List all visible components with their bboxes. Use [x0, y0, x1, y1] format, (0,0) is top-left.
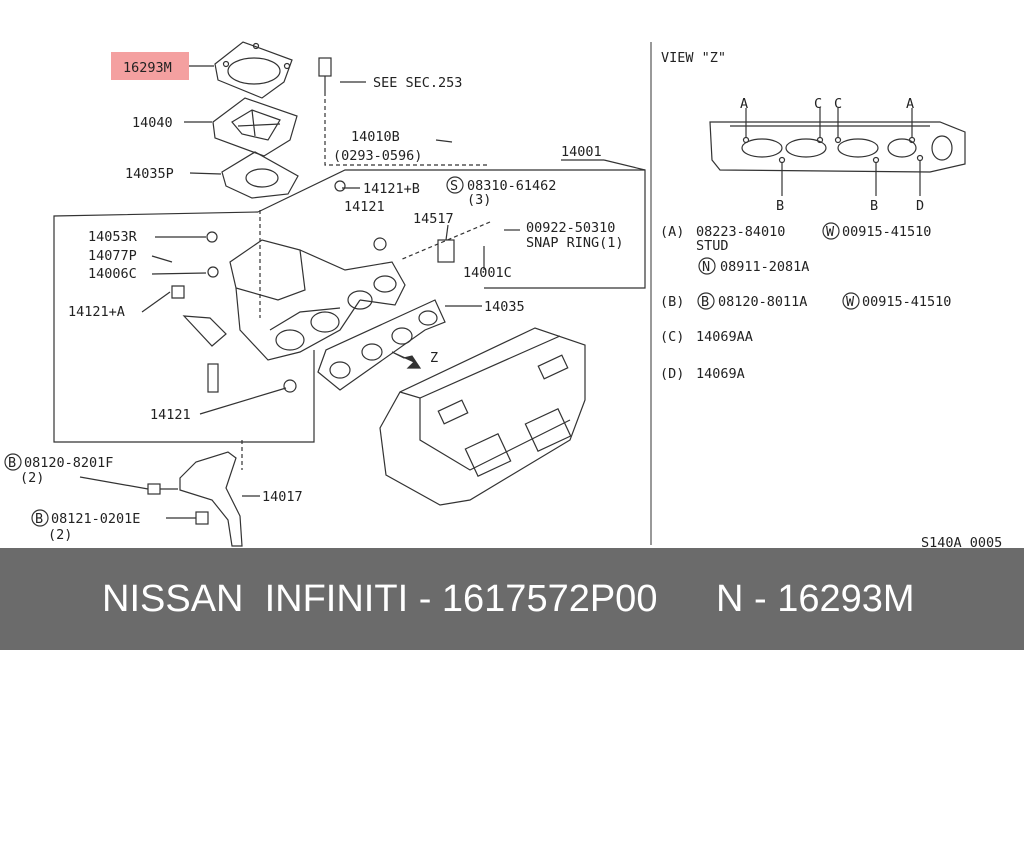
view-z-letter-b1: B	[776, 198, 784, 214]
label-14010B: 14010B	[351, 129, 400, 145]
label-snap-ring: SNAP RING(1)	[526, 235, 624, 251]
s-circle-letter: S	[450, 178, 458, 194]
view-z-title: VIEW "Z"	[661, 50, 726, 66]
view-z-letter-a1: A	[740, 96, 748, 112]
view-z-letter-d: D	[916, 198, 924, 214]
legend-a-part: 08223-84010	[696, 224, 785, 240]
w-circle-letter-1: W	[826, 224, 835, 240]
legend-a-stud: STUD	[696, 238, 729, 254]
b-circle-icon-2	[31, 509, 49, 527]
label-see-sec: SEE SEC.253	[373, 75, 462, 91]
b-circle-letter-1: B	[8, 455, 16, 471]
parts-diagram: 16293M 14040 14035P SEE SEC.253 14010B (…	[4, 41, 1002, 548]
footer-code: S140A 0005	[921, 535, 1002, 548]
b-circle-icon-1	[4, 453, 22, 471]
label-14006C: 14006C	[88, 266, 137, 282]
label-14121-b: 14121+B	[363, 181, 420, 197]
s-circle-icon	[446, 176, 464, 194]
label-14517: 14517	[413, 211, 454, 227]
n-circle-icon	[698, 257, 716, 275]
w-circle-icon-2	[842, 292, 860, 310]
banner-brand-part: NISSAN INFINITI - 1617572P00	[102, 578, 658, 620]
label-14017: 14017	[262, 489, 303, 505]
legend-c-part: 14069AA	[696, 329, 753, 345]
label-08120-8201F: 08120-8201F	[24, 455, 113, 471]
legend-c-key: (C)	[660, 329, 684, 345]
label-14001C: 14001C	[463, 265, 512, 281]
label-qty-2b: (2)	[48, 527, 72, 543]
legend-b-w: 00915-41510	[862, 294, 951, 310]
n-circle-letter: N	[702, 259, 710, 275]
b-circle-letter-3: B	[701, 294, 709, 310]
view-z-letter-b2: B	[870, 198, 878, 214]
label-08121-0201E: 08121-0201E	[51, 511, 140, 527]
label-00922: 00922-50310	[526, 220, 615, 236]
label-16293M: 16293M	[123, 60, 172, 76]
label-14035: 14035	[484, 299, 525, 315]
label-14001: 14001	[561, 144, 602, 160]
label-14121-a: 14121+A	[68, 304, 125, 320]
b-circle-icon-3	[697, 292, 715, 310]
label-14040: 14040	[132, 115, 173, 131]
view-z-drawing	[709, 108, 966, 196]
label-14121-top: 14121	[344, 199, 385, 215]
legend-a-n: 08911-2081A	[720, 259, 809, 275]
label-14035P: 14035P	[125, 166, 174, 182]
w-circle-icon-1	[822, 222, 840, 240]
label-s-qty: (3)	[467, 192, 491, 208]
b-circle-letter-2: B	[35, 511, 43, 527]
legend-b-part: 08120-8011A	[718, 294, 807, 310]
view-z-letter-c2: C	[834, 96, 842, 112]
label-14010B-range: (0293-0596)	[333, 148, 422, 164]
legend-a-w: 00915-41510	[842, 224, 931, 240]
label-qty-2a: (2)	[20, 470, 44, 486]
label-z-marker: Z	[430, 350, 438, 366]
w-circle-letter-2: W	[846, 294, 855, 310]
legend-b-key: (B)	[660, 294, 684, 310]
legend-d-part: 14069A	[696, 366, 745, 382]
label-s-part: 08310-61462	[467, 178, 556, 194]
banner-oem-number: N - 16293M	[716, 578, 915, 620]
part-banner: NISSAN INFINITI - 1617572P00 N - 16293M	[0, 548, 1024, 650]
drawing-lines	[53, 41, 646, 547]
page: 16293M 14040 14035P SEE SEC.253 14010B (…	[0, 41, 1024, 650]
label-14121-low: 14121	[150, 407, 191, 423]
legend-d-key: (D)	[660, 366, 684, 382]
label-14053R: 14053R	[88, 229, 138, 245]
legend-a-key: (A)	[660, 224, 684, 240]
highlight-box	[111, 52, 189, 80]
view-z-letter-c1: C	[814, 96, 822, 112]
view-z-letter-a2: A	[906, 96, 914, 112]
label-14077P: 14077P	[88, 248, 137, 264]
